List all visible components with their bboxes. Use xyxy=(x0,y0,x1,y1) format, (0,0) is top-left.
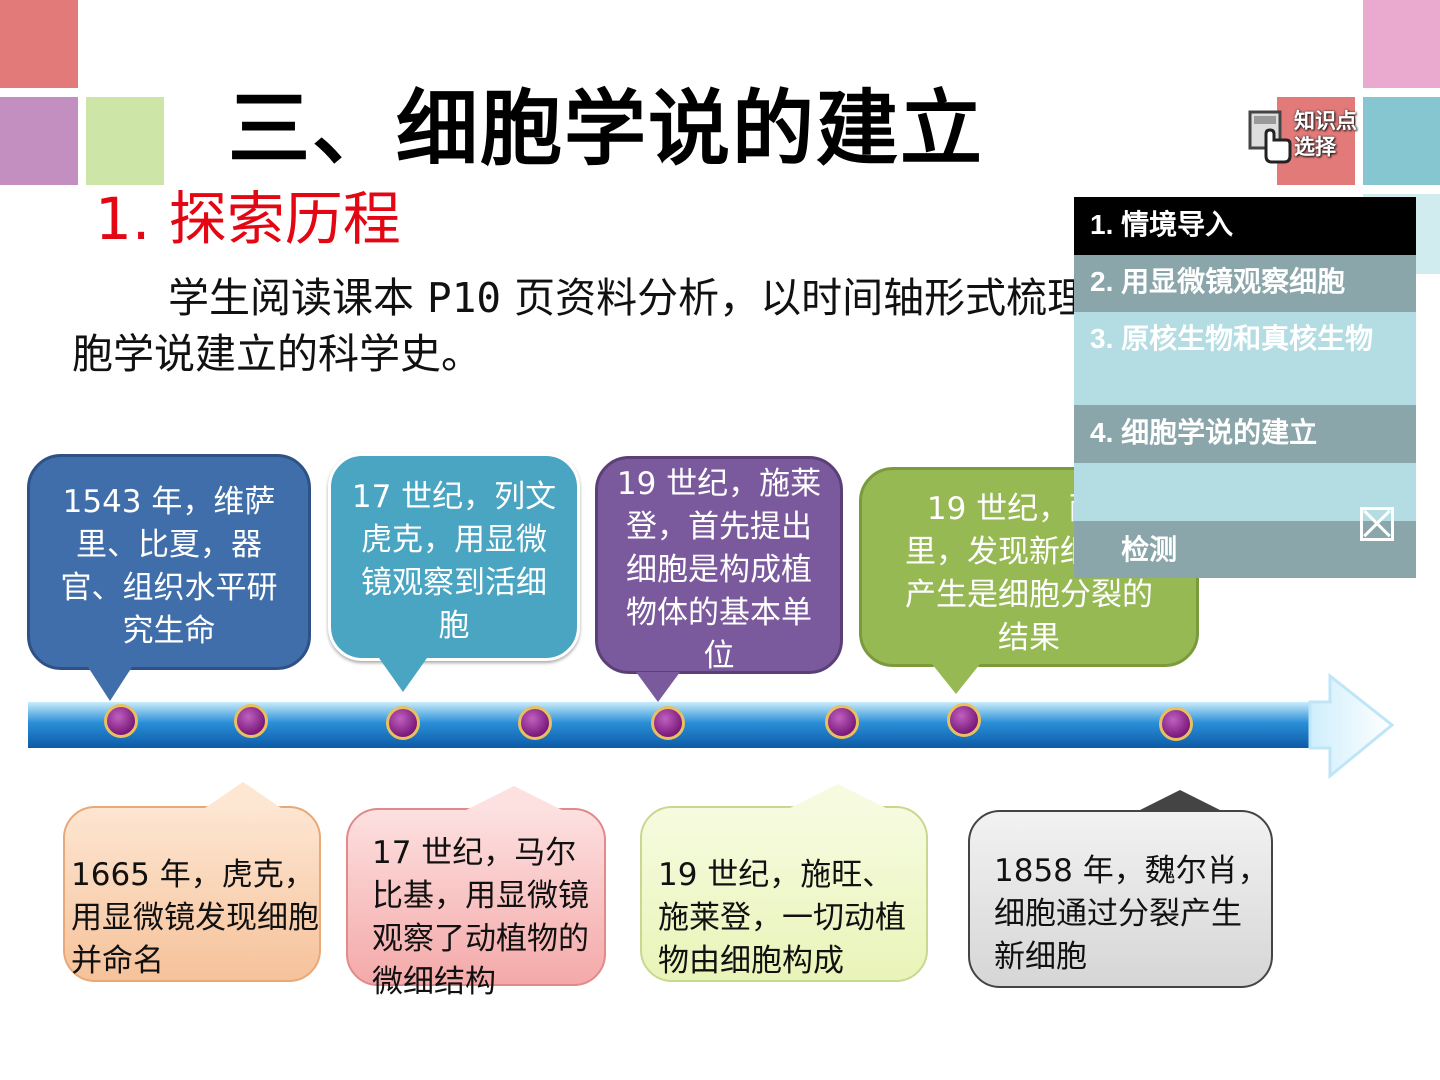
knowledge-point-menu: 1. 情境导入 2. 用显微镜观察细胞 3. 原核生物和真核生物 4. 细胞学说… xyxy=(1074,197,1416,578)
timeline-dot xyxy=(825,705,859,739)
event-1543: 1543 年，维萨里、比夏，器官、组织水平研究生命 xyxy=(27,454,311,701)
event-17c-malpighi: 17 世纪，马尔比基，用显微镜观察了动植物的微细结构 xyxy=(346,786,606,1000)
knowledge-point-button[interactable]: 知识点选择 xyxy=(1244,104,1362,166)
intro-text-a: 学生阅读课本 xyxy=(168,274,414,322)
event-text: 17 世纪，马尔比基，用显微镜观察了动植物的微细结构 xyxy=(372,835,589,1000)
event-text: 19 世纪，施旺、施莱登，一切动植物由细胞构成 xyxy=(658,857,906,979)
deco-tile xyxy=(1363,0,1440,88)
timeline-dot xyxy=(386,706,420,740)
menu-item-test[interactable]: 检测 xyxy=(1074,521,1416,578)
timeline-dot xyxy=(518,706,552,740)
timeline-dot xyxy=(651,706,685,740)
event-17c-leeuwenhoek: 17 世纪，列文虎克，用显微镜观察到活细胞 xyxy=(328,453,580,692)
event-text: 1543 年，维萨里、比夏，器官、组织水平研究生命 xyxy=(60,484,278,649)
timeline-dot xyxy=(947,703,981,737)
close-box-icon[interactable] xyxy=(1360,507,1394,541)
event-1665-hooke: 1665 年，虎克，用显微镜发现细胞并命名 xyxy=(63,782,321,982)
kp-label-line2: 选择 xyxy=(1294,135,1336,159)
event-19c-schwann: 19 世纪，施旺、施莱登，一切动植物由细胞构成 xyxy=(640,784,928,982)
hand-pointer-icon xyxy=(1248,110,1292,164)
deco-tile xyxy=(0,0,78,88)
intro-paragraph: 学生阅读课本 P10 页资料分析，以时间轴形式梳理细胞学说建立的科学史。 xyxy=(72,270,1132,382)
timeline-dot xyxy=(234,704,268,738)
event-text: 17 世纪，列文虎克，用显微镜观察到活细胞 xyxy=(351,479,557,644)
event-text: 1858 年，魏尔肖，细胞通过分裂产生新细胞 xyxy=(994,853,1269,975)
intro-text-b: 页资料分析，以时间轴形式梳理细胞学说建立的科学史。 xyxy=(72,274,1130,378)
menu-item-cell-theory[interactable]: 4. 细胞学说的建立 xyxy=(1074,405,1416,463)
menu-item-microscope[interactable]: 2. 用显微镜观察细胞 xyxy=(1074,255,1416,312)
menu-item-prokaryote[interactable]: 3. 原核生物和真核生物 xyxy=(1074,312,1416,405)
kp-label-line1: 知识点 xyxy=(1294,109,1357,133)
menu-item-intro[interactable]: 1. 情境导入 xyxy=(1074,197,1416,255)
event-text: 1665 年，虎克，用显微镜发现细胞并命名 xyxy=(71,857,319,979)
menu-item-5[interactable] xyxy=(1074,463,1416,521)
deco-tile xyxy=(0,97,78,185)
intro-page-ref: P10 xyxy=(427,274,502,322)
event-text: 19 世纪，施莱登，首先提出细胞是构成植物体的基本单位 xyxy=(616,466,822,674)
event-1858-virchow: 1858 年，魏尔肖，细胞通过分裂产生新细胞 xyxy=(968,790,1273,988)
section-subtitle: 1. 探索历程 xyxy=(95,185,401,253)
timeline-dot xyxy=(1159,707,1193,741)
bubble-tail xyxy=(636,672,680,702)
event-19c-schleiden: 19 世纪，施莱登，首先提出细胞是构成植物体的基本单位 xyxy=(595,456,843,674)
deco-tile xyxy=(86,97,164,185)
timeline-dot xyxy=(104,704,138,738)
slide-title: 三、细胞学说的建立 xyxy=(228,82,985,177)
deco-tile xyxy=(1363,97,1440,185)
